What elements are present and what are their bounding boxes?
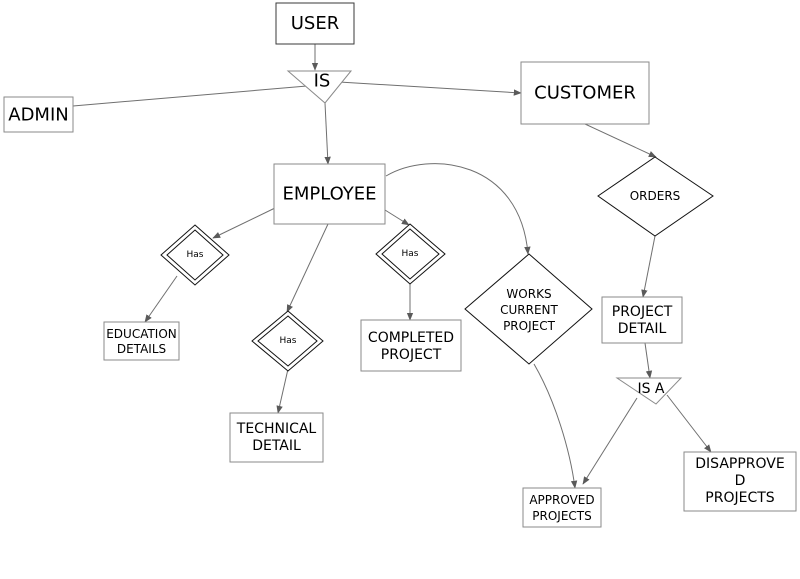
entity-project-detail[interactable]: PROJECT DETAIL (601, 296, 683, 344)
relationship-orders-label: ORDERS (630, 189, 681, 203)
entity-admin[interactable]: ADMIN (3, 96, 74, 133)
entity-admin-label: ADMIN (8, 105, 68, 126)
entity-customer[interactable]: CUSTOMER (520, 61, 650, 125)
entity-employee-label: EMPLOYEE (282, 184, 376, 205)
edge-employee-to-has-completed (384, 209, 410, 226)
edge-orders-to-project-detail (641, 235, 656, 298)
entity-education-details[interactable]: EDUCATION DETAILS (103, 321, 180, 361)
entity-disapproved-projects-label-line-1: DISAPPROVE (695, 456, 784, 472)
isa-user-is-label: IS (314, 71, 331, 92)
relationship-has-completed[interactable]: Has (375, 223, 446, 285)
entity-user[interactable]: USER (275, 2, 355, 45)
edge-is-to-admin (72, 85, 308, 107)
edge-is-to-customer (338, 81, 522, 96)
relationship-works-current-project-label-line-1: WORKS (506, 287, 551, 301)
edge-works-to-approved (533, 363, 578, 489)
edge-employee-to-works (385, 163, 531, 255)
edge-project-detail-to-isa (644, 342, 653, 379)
entity-approved-projects-label-line-2: PROJECTS (532, 509, 591, 523)
entity-approved-projects[interactable]: APPROVED PROJECTS (522, 487, 602, 528)
entity-approved-projects-label-line-1: APPROVED (529, 493, 594, 507)
entity-education-details-label-line-1: EDUCATION (106, 327, 177, 341)
edge-has-to-technical (276, 368, 289, 414)
relationship-has-completed-label: Has (402, 249, 419, 259)
entity-completed-project[interactable]: COMPLETED PROJECT (360, 319, 462, 372)
edge-is-to-employee (324, 102, 331, 165)
entity-project-detail-label-line-1: PROJECT (612, 304, 673, 320)
entity-technical-detail[interactable]: TECHNICAL DETAIL (229, 412, 324, 463)
edge-employee-to-has-education (212, 207, 276, 239)
relationship-has-technical-label: Has (280, 336, 297, 346)
edge-isa-to-disapproved (666, 394, 712, 453)
entity-technical-detail-label-line-2: DETAIL (252, 438, 301, 454)
entity-completed-project-label-line-1: COMPLETED (368, 330, 454, 346)
relationship-works-current-project-label-line-3: PROJECT (503, 319, 556, 333)
edge-has-to-education (144, 275, 178, 323)
relationship-works-current-project-label-line-2: CURRENT (500, 303, 558, 317)
edge-employee-to-has-technical (286, 223, 329, 313)
relationship-orders[interactable]: ORDERS (597, 156, 714, 237)
entity-customer-label: CUSTOMER (534, 83, 636, 104)
isa-project-is-a-label: IS A (637, 381, 664, 397)
entity-disapproved-projects-label-line-2: D (735, 473, 746, 489)
edge-customer-to-orders (584, 123, 657, 158)
entity-completed-project-label-line-2: PROJECT (381, 347, 442, 363)
entity-education-details-label-line-2: DETAILS (117, 342, 166, 356)
entity-employee[interactable]: EMPLOYEE (273, 163, 386, 225)
entity-technical-detail-label-line-1: TECHNICAL (236, 421, 317, 437)
entity-disapproved-projects-label-line-3: PROJECTS (705, 490, 774, 506)
relationship-has-technical[interactable]: Has (251, 310, 324, 372)
isa-project-is-a[interactable]: IS A (615, 377, 683, 405)
relationship-has-education[interactable]: Has (160, 224, 230, 286)
relationship-has-education-label: Has (187, 250, 204, 260)
entity-disapproved-projects[interactable]: DISAPPROVE D PROJECTS (683, 451, 797, 512)
entity-user-label: USER (291, 13, 339, 34)
entity-project-detail-label-line-2: DETAIL (618, 321, 667, 337)
relationship-works-current-project[interactable]: WORKS CURRENT PROJECT (464, 253, 593, 365)
isa-user-is[interactable]: IS (286, 70, 353, 104)
edge-isa-to-approved (582, 397, 638, 485)
edges (72, 44, 712, 489)
